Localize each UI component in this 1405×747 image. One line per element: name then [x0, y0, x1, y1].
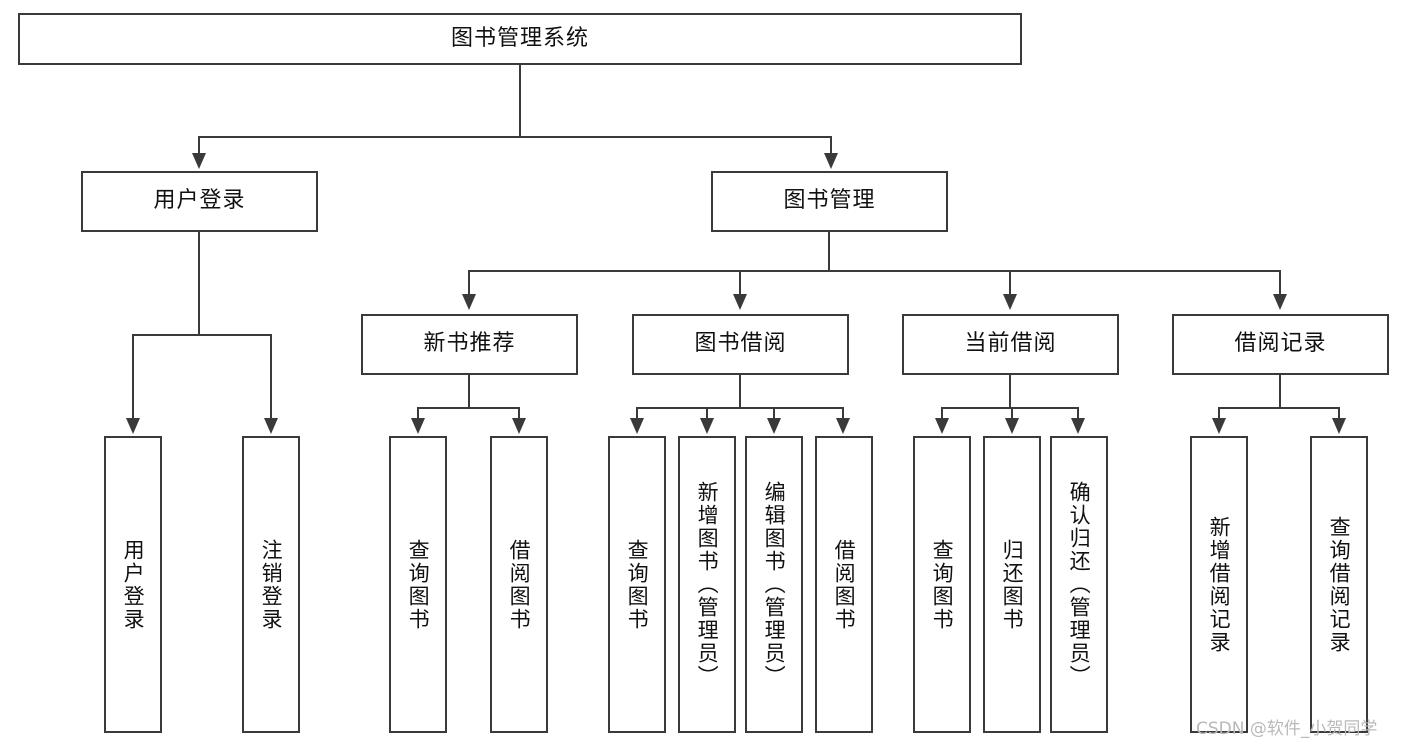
connector-currentborrow-drop-1 [941, 407, 943, 420]
arrowhead-currentborrow-1 [935, 418, 949, 434]
leaf-borrow-book[interactable]: 借阅图书 [815, 436, 873, 733]
arrowhead-userlogin-2 [264, 418, 278, 434]
connector-bookborrow-stem [739, 375, 741, 409]
connector-currentborrow-bus [941, 407, 1079, 409]
node-borrow-record[interactable]: 借阅记录 [1172, 314, 1389, 375]
node-label: 查询图书 [625, 538, 650, 631]
arrowhead-bookborrow-1 [630, 418, 644, 434]
leaf-query-book-current[interactable]: 查询图书 [913, 436, 971, 733]
node-label: 查询图书 [406, 538, 431, 631]
leaf-query-book-borrow[interactable]: 查询图书 [608, 436, 666, 733]
arrowhead-newbook-2 [512, 418, 526, 434]
node-label: 查询借阅记录 [1327, 515, 1352, 654]
arrowhead-userlogin-1 [126, 418, 140, 434]
node-label: 图书借阅 [694, 331, 787, 357]
connector-level3-drop-4 [1279, 270, 1281, 294]
node-label: 确认归还（管理员） [1067, 481, 1092, 688]
connector-level3-drop-2 [739, 270, 741, 294]
arrowhead-borrowrecord-1 [1212, 418, 1226, 434]
connector-newbook-bus [417, 407, 520, 409]
connector-borrowrecord-drop-1 [1218, 407, 1220, 420]
connector-bookborrow-drop-2 [706, 407, 708, 420]
connector-level3-bus [468, 270, 1280, 272]
connector-currentborrow-stem [1009, 375, 1011, 409]
connector-newbook-drop-1 [417, 407, 419, 420]
node-user-login[interactable]: 用户登录 [81, 171, 318, 232]
connector-level2-drop-1 [198, 136, 200, 156]
leaf-edit-book-admin[interactable]: 编辑图书（管理员） [745, 436, 803, 733]
leaf-add-borrow-record[interactable]: 新增借阅记录 [1190, 436, 1248, 733]
node-label: 新增图书（管理员） [695, 481, 720, 688]
arrowhead-currentborrow-3 [1071, 418, 1085, 434]
connector-userlogin-drop-1 [132, 334, 134, 420]
node-label: 新增借阅记录 [1207, 515, 1232, 654]
node-label: 新书推荐 [423, 331, 516, 357]
node-label: 借阅记录 [1234, 331, 1327, 357]
arrowhead-level3-1 [462, 294, 476, 310]
node-current-borrow[interactable]: 当前借阅 [902, 314, 1119, 375]
node-book-management[interactable]: 图书管理 [711, 171, 948, 232]
connector-bookborrow-drop-4 [842, 407, 844, 420]
node-label: 归还图书 [1000, 538, 1025, 631]
arrowhead-bookborrow-2 [700, 418, 714, 434]
connector-borrowrecord-stem [1279, 375, 1281, 409]
arrowhead-level2-2 [824, 153, 838, 169]
node-new-book-recommend[interactable]: 新书推荐 [361, 314, 578, 375]
node-book-borrow[interactable]: 图书借阅 [632, 314, 849, 375]
arrowhead-currentborrow-2 [1005, 418, 1019, 434]
node-label: 用户登录 [121, 538, 146, 631]
connector-bookborrow-bus [636, 407, 844, 409]
node-label: 图书管理 [783, 188, 876, 214]
arrowhead-level3-4 [1273, 294, 1287, 310]
node-label: 用户登录 [153, 188, 246, 214]
connector-bookborrow-drop-1 [636, 407, 638, 420]
leaf-logout[interactable]: 注销登录 [242, 436, 300, 733]
connector-bookmgmt-stem [828, 232, 830, 272]
connector-currentborrow-drop-2 [1011, 407, 1013, 420]
node-label: 编辑图书（管理员） [762, 481, 787, 688]
arrowhead-level3-2 [733, 294, 747, 310]
node-label: 借阅图书 [507, 538, 532, 631]
leaf-add-book-admin[interactable]: 新增图书（管理员） [678, 436, 736, 733]
arrowhead-level2-1 [192, 153, 206, 169]
connector-level2-drop-2 [830, 136, 832, 156]
leaf-confirm-return-admin[interactable]: 确认归还（管理员） [1050, 436, 1108, 733]
arrowhead-level3-3 [1003, 294, 1017, 310]
connector-borrowrecord-bus [1218, 407, 1340, 409]
connector-root-stem [519, 65, 521, 138]
leaf-borrow-book-recommend[interactable]: 借阅图书 [490, 436, 548, 733]
arrowhead-borrowrecord-2 [1332, 418, 1346, 434]
connector-level3-drop-3 [1009, 270, 1011, 294]
connector-newbook-drop-2 [518, 407, 520, 420]
connector-level3-drop-1 [468, 270, 470, 294]
leaf-user-login[interactable]: 用户登录 [104, 436, 162, 733]
node-label: 查询图书 [930, 538, 955, 631]
connector-bookborrow-drop-3 [773, 407, 775, 420]
node-label: 注销登录 [259, 538, 284, 631]
leaf-query-book-recommend[interactable]: 查询图书 [389, 436, 447, 733]
connector-newbook-stem [468, 375, 470, 409]
node-label: 借阅图书 [832, 538, 857, 631]
connector-borrowrecord-drop-2 [1338, 407, 1340, 420]
arrowhead-bookborrow-3 [767, 418, 781, 434]
connector-level2-bus [198, 136, 832, 138]
node-label: 当前借阅 [964, 331, 1057, 357]
connector-userlogin-drop-2 [270, 334, 272, 420]
node-root-book-management-system[interactable]: 图书管理系统 [18, 13, 1022, 65]
connector-userlogin-stem [198, 232, 200, 336]
leaf-return-book[interactable]: 归还图书 [983, 436, 1041, 733]
node-label: 图书管理系统 [450, 25, 589, 51]
leaf-query-borrow-record[interactable]: 查询借阅记录 [1310, 436, 1368, 733]
connector-currentborrow-drop-3 [1077, 407, 1079, 420]
arrowhead-newbook-1 [411, 418, 425, 434]
arrowhead-bookborrow-4 [836, 418, 850, 434]
connector-userlogin-bus [132, 334, 272, 336]
